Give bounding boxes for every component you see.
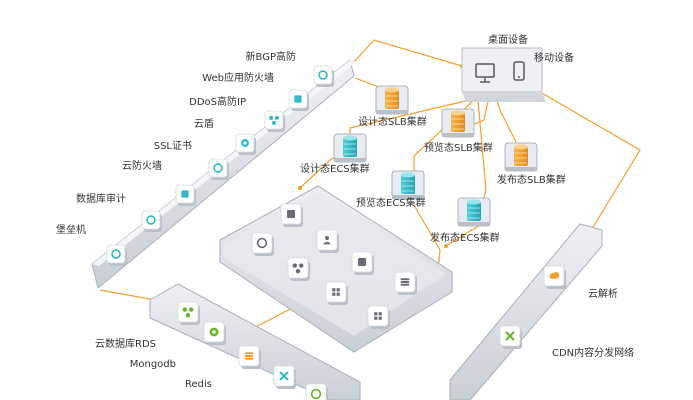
app-service-icon	[316, 229, 339, 253]
security-label: 云防火墙	[122, 161, 162, 172]
database-tray	[149, 283, 361, 400]
database-label: 云数据库RDS	[95, 339, 156, 350]
app-service-icon	[287, 257, 310, 281]
redis-icon	[238, 345, 261, 369]
server-icon	[504, 142, 538, 172]
network-label: CDN内容分发网络	[552, 348, 635, 359]
server-icon	[391, 170, 425, 200]
cdn-icon	[499, 325, 522, 349]
security-label: 新BGP高防	[245, 52, 296, 63]
server-icon	[333, 133, 367, 163]
ddos-icon	[264, 110, 285, 132]
cloud-shield-icon	[235, 133, 256, 155]
app-service-icon	[367, 305, 390, 329]
mobile-device-label: 移动设备	[534, 53, 574, 64]
security-label: Web应用防火墙	[202, 73, 274, 84]
icon-tiles	[106, 65, 566, 400]
cluster-label: 设计态SLB集群	[358, 117, 427, 128]
network-tray	[449, 223, 603, 400]
server-icon	[457, 197, 491, 227]
mongodb-icon	[203, 321, 226, 345]
desktop-icon	[475, 63, 495, 83]
cluster-label: 发布态ECS集群	[430, 233, 500, 244]
database-extra-icon	[273, 365, 296, 389]
device-panel	[461, 47, 546, 102]
app-service-icon	[394, 271, 417, 295]
desktop-device-label: 桌面设备	[488, 35, 528, 46]
db-audit-icon	[141, 210, 162, 232]
mobile-icon	[513, 61, 525, 81]
security-label: DDoS高防IP	[189, 97, 246, 108]
app-service-icon	[280, 203, 303, 227]
cloud-firewall-icon	[175, 184, 196, 206]
cluster-label: 发布态SLB集群	[497, 175, 566, 186]
server-boxes	[333, 61, 538, 227]
database-extra-icon	[305, 383, 328, 400]
network-label: 云解析	[588, 289, 618, 300]
shield-icon	[313, 65, 334, 87]
security-label: 云盾	[194, 119, 214, 130]
server-icon	[441, 108, 475, 138]
cluster-label: 预览态SLB集群	[424, 143, 493, 154]
database-label: Mongodb	[129, 359, 176, 370]
server-icon	[375, 85, 409, 115]
security-label: 堡垒机	[56, 225, 86, 236]
bastion-icon	[106, 244, 127, 266]
ssl-icon	[208, 158, 229, 180]
dns-icon	[543, 265, 566, 289]
app-tray	[219, 185, 453, 353]
cluster-label: 设计态ECS集群	[300, 164, 370, 175]
security-label: SSL证书	[153, 141, 192, 152]
database-label: Redis	[185, 379, 212, 390]
app-service-icon	[351, 251, 374, 275]
security-label: 数据库审计	[76, 194, 126, 205]
cluster-label: 预览态ECS集群	[356, 198, 426, 209]
rds-icon	[177, 301, 200, 325]
app-service-icon	[251, 232, 274, 256]
app-service-icon	[325, 281, 348, 305]
firewall-icon	[288, 89, 309, 111]
